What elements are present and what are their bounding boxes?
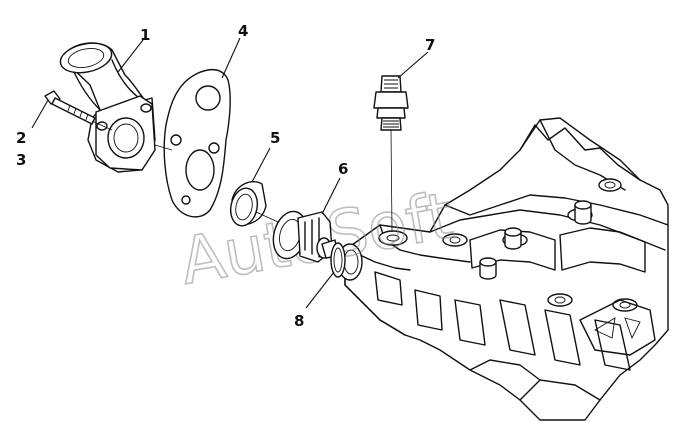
- cylinder-head: [337, 117, 669, 421]
- callout-5: 5: [270, 129, 280, 147]
- part-8-o-ring: [330, 242, 346, 278]
- part-5-seal-ring: [229, 181, 267, 227]
- part-1-water-outlet-elbow: [59, 42, 156, 173]
- callout-2: 2: [16, 129, 26, 147]
- leader-lines: [31, 37, 429, 309]
- callout-4: 4: [238, 22, 248, 40]
- part-7-temperature-sensor: [373, 75, 409, 131]
- callout-6: 6: [338, 160, 348, 178]
- part-6-thermostat: [272, 210, 339, 263]
- callout-7: 7: [425, 36, 435, 54]
- part-4-gasket: [163, 69, 231, 218]
- callout-1: 1: [140, 26, 150, 44]
- callout-8: 8: [294, 312, 304, 330]
- part-2-bolt: [44, 90, 96, 125]
- assembly-axis-lines: [91, 120, 393, 233]
- callout-3: 3: [16, 151, 26, 169]
